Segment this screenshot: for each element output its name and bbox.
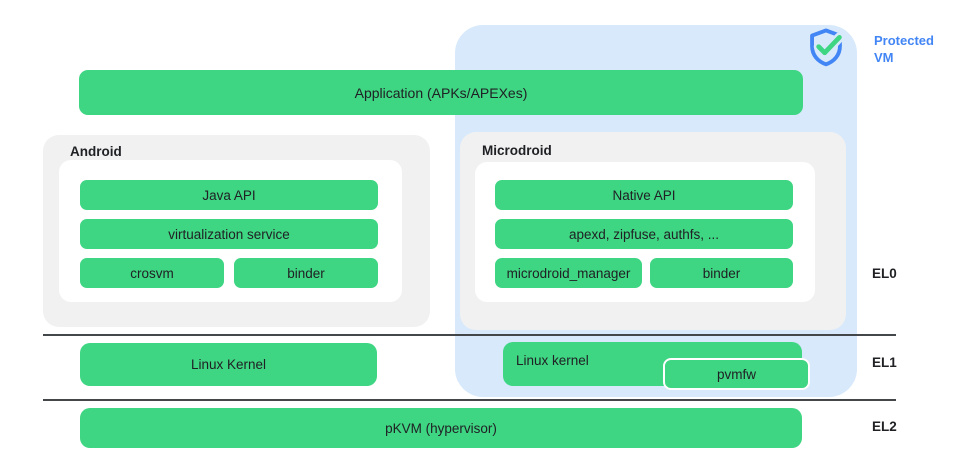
crosvm-bar: crosvm — [80, 258, 224, 288]
java-api-bar: Java API — [80, 180, 378, 210]
pkvm-hypervisor-bar: pKVM (hypervisor) — [80, 408, 802, 448]
android-inner-box: Java API virtualization service crosvm b… — [59, 160, 402, 302]
protected-vm-label: Protected VM — [874, 33, 934, 65]
el0-el1-separator-line — [43, 334, 896, 336]
binder-bar-android: binder — [234, 258, 378, 288]
microdroid-manager-bar: microdroid_manager — [495, 258, 642, 288]
shield-check-icon — [810, 28, 845, 67]
el0-label: EL0 — [872, 266, 897, 281]
android-title: Android — [70, 144, 122, 159]
el1-el2-separator-line — [43, 399, 896, 401]
virtualization-service-bar: virtualization service — [80, 219, 378, 249]
microdroid-box: Microdroid Native API apexd, zipfuse, au… — [460, 132, 846, 330]
el2-label: EL2 — [872, 419, 897, 434]
microdroid-inner-box: Native API apexd, zipfuse, authfs, ... m… — [475, 162, 815, 302]
linux-kernel-host-bar: Linux Kernel — [80, 343, 377, 386]
pvmfw-bar: pvmfw — [663, 358, 810, 390]
microdroid-title: Microdroid — [482, 143, 552, 158]
apexd-zipfuse-authfs-bar: apexd, zipfuse, authfs, ... — [495, 219, 793, 249]
application-bar: Application (APKs/APEXes) — [79, 70, 803, 115]
el1-label: EL1 — [872, 355, 897, 370]
native-api-bar: Native API — [495, 180, 793, 210]
binder-bar-microdroid: binder — [650, 258, 793, 288]
android-box: Android Java API virtualization service … — [43, 135, 430, 327]
